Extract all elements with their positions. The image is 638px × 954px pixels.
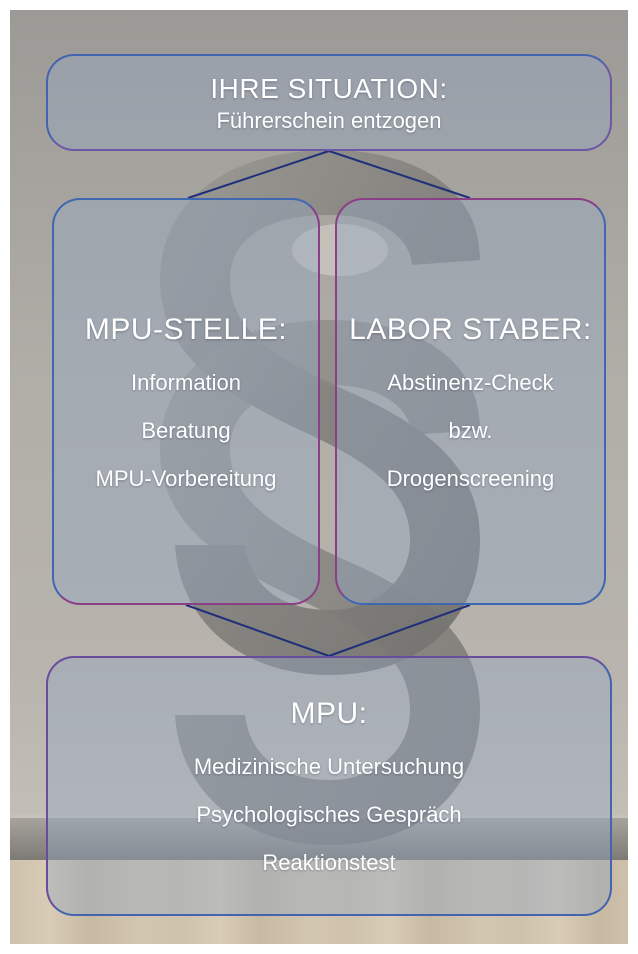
labor-item: Drogenscreening	[386, 465, 555, 491]
labor-item: Abstinenz-Check	[387, 369, 554, 395]
labor-item: bzw.	[448, 417, 493, 443]
labor-staber-box: LABOR STABER: Abstinenz-Check bzw. Droge…	[335, 198, 606, 605]
mpu-item: Reaktionstest	[262, 850, 396, 875]
mpu-title: MPU:	[290, 697, 368, 730]
mpu-box: MPU: Medizinische Untersuchung Psycholog…	[46, 656, 612, 916]
situation-box: IHRE SITUATION: Führerschein entzogen	[46, 54, 612, 151]
mpu-stelle-item: MPU-Vorbereitung	[95, 465, 277, 491]
situation-subtitle: Führerschein entzogen	[216, 107, 442, 133]
labor-title: LABOR STABER:	[349, 312, 592, 346]
paragraph-sign-icon	[160, 150, 480, 845]
mpu-stelle-box: MPU-STELLE: Information Beratung MPU-Vor…	[52, 198, 320, 605]
mpu-stelle-item: Beratung	[141, 417, 231, 443]
mpu-item: Psychologisches Gespräch	[196, 802, 462, 827]
wooden-floor	[10, 860, 628, 944]
mpu-stelle-title: MPU-STELLE:	[84, 312, 288, 346]
situation-title: IHRE SITUATION:	[210, 72, 448, 104]
mpu-item: Medizinische Untersuchung	[193, 754, 465, 779]
mpu-stelle-item: Information	[130, 369, 242, 395]
